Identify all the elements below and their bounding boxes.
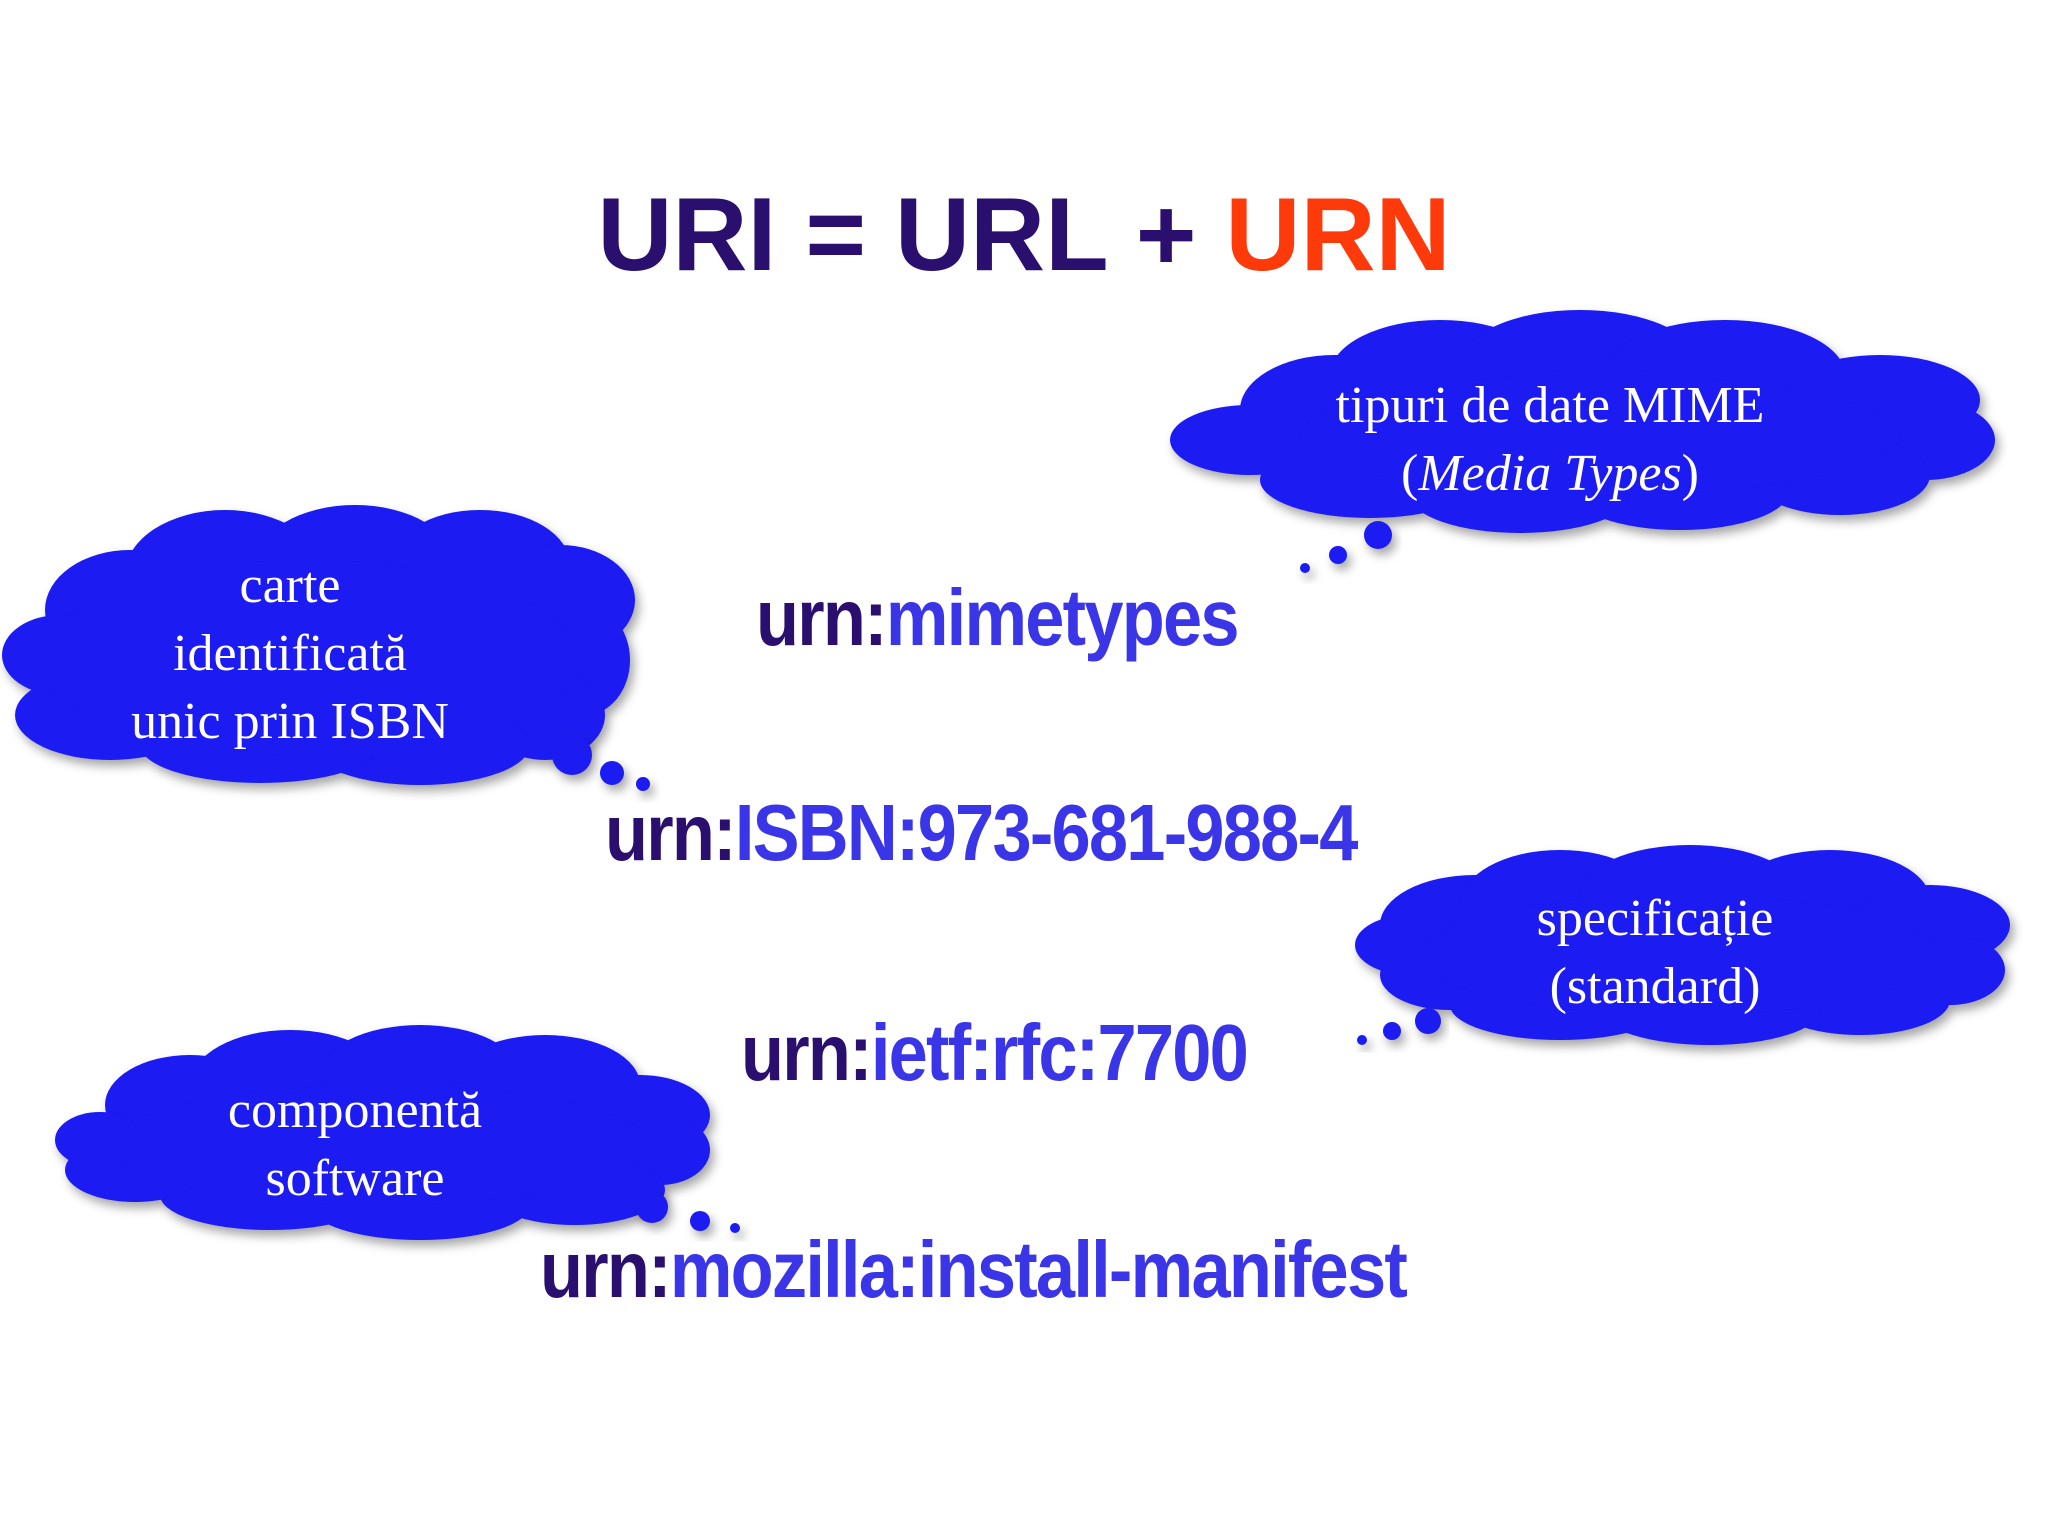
title-equals: = <box>776 177 895 293</box>
urn-nss: mozilla:install-manifest <box>669 1225 1408 1314</box>
cloud-isbn-line1: carte <box>239 557 341 614</box>
urn-prefix: urn: <box>540 1225 672 1314</box>
cloud-software-line1: componentă <box>227 1082 483 1139</box>
cloud-spec-bubbles <box>1357 1008 1441 1045</box>
urn-prefix: urn: <box>741 1008 873 1097</box>
urn-nss: mimetypes <box>885 573 1240 662</box>
cloud-mime-line1: tipuri de date MIME <box>1335 377 1765 434</box>
cloud-mime-line2: (Media Types) <box>1401 445 1699 502</box>
urn-mozilla: urn:mozilla:install-manifest <box>540 1222 1408 1318</box>
urn-prefix: urn: <box>756 573 888 662</box>
cloud-mime <box>1170 310 1995 533</box>
media-types-italic: Media Types <box>1418 445 1682 502</box>
cloud-isbn-text: carte identificată unic prin ISBN <box>80 552 500 756</box>
cloud-spec <box>1355 845 2010 1045</box>
cloud-software-bubbles <box>636 1191 740 1233</box>
cloud-software-line2: software <box>265 1150 445 1207</box>
title-uri: URI <box>597 177 777 293</box>
cloud-spec-text: specificație (standard) <box>1455 885 1855 1021</box>
cloud-isbn-bubbles <box>552 735 650 791</box>
urn-mimetypes: urn:mimetypes <box>756 570 1240 666</box>
slide-title: URI = URL + URN <box>0 175 2048 295</box>
urn-nss: ISBN:973-681-988-4 <box>734 788 1359 877</box>
cloud-spec-line2: (standard) <box>1549 958 1761 1015</box>
cloud-software <box>55 1025 710 1240</box>
cloud-mime-text: tipuri de date MIME (Media Types) <box>1250 372 1850 508</box>
cloud-software-text: componentă software <box>155 1077 555 1213</box>
cloud-spec-line1: specificație <box>1536 890 1774 947</box>
title-plus: + <box>1106 177 1226 293</box>
cloud-isbn-line2: identificată <box>173 625 407 682</box>
urn-isbn: urn:ISBN:973-681-988-4 <box>605 785 1359 881</box>
urn-ietf: urn:ietf:rfc:7700 <box>741 1005 1249 1101</box>
cloud-mime-bubbles <box>1300 521 1392 573</box>
urn-prefix: urn: <box>605 788 737 877</box>
cloud-isbn-line3: unic prin ISBN <box>131 693 449 750</box>
title-url: URL <box>894 177 1107 293</box>
title-urn: URN <box>1225 177 1451 293</box>
urn-nss: ietf:rfc:7700 <box>870 1008 1249 1097</box>
cloud-isbn <box>2 505 635 785</box>
